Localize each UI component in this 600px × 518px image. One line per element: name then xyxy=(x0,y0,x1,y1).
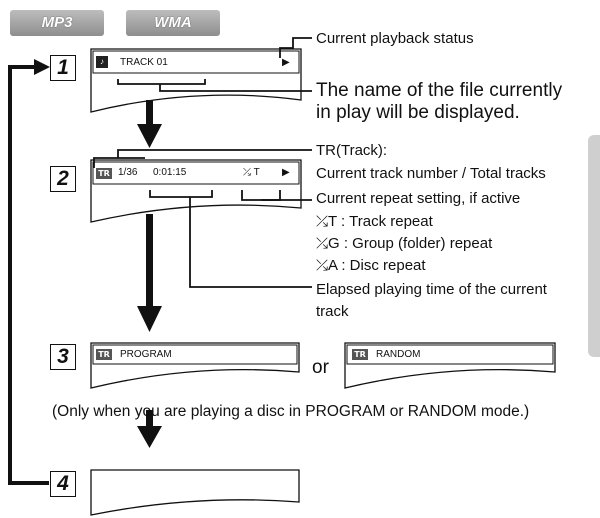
screen4-outline xyxy=(90,469,300,516)
file-icon: ♪ xyxy=(96,56,108,68)
screen1-track-name: TRACK 01 xyxy=(120,57,168,68)
elapsed-time-label-line1: Elapsed playing time of the current xyxy=(316,281,547,298)
mode-note: (Only when you are playing a disc in PRO… xyxy=(52,403,530,420)
step-3-label: 3 xyxy=(50,344,76,370)
screen3-left-outline xyxy=(90,342,300,389)
repeat-disc-label: ⤰A : Disc repeat xyxy=(316,257,426,274)
step-2-label: 2 xyxy=(50,166,76,192)
screen2-track-number: 1/36 xyxy=(118,167,138,178)
screen2-outline xyxy=(90,159,302,223)
play-icon: ▶ xyxy=(282,57,290,68)
screen1-outline xyxy=(90,48,302,113)
tr-icon: TR xyxy=(96,349,112,360)
tr-icon: TR xyxy=(96,168,112,179)
wma-badge: WMA xyxy=(126,10,220,36)
screen3-program-label: PROGRAM xyxy=(120,349,172,360)
screen2-elapsed-time: 0:01:15 xyxy=(153,167,187,178)
repeat-icon: ⤰ T xyxy=(243,167,260,178)
screen3-right-outline xyxy=(344,342,556,389)
repeat-group-label: ⤰G : Group (folder) repeat xyxy=(316,235,493,252)
screen3-random-label: RANDOM xyxy=(376,349,421,360)
step-1-label: 1 xyxy=(50,55,76,81)
repeat-setting-label: Current repeat setting, if active xyxy=(316,190,521,207)
mp3-badge: MP3 xyxy=(10,10,104,36)
side-tab xyxy=(588,135,600,357)
step-4-label: 4 xyxy=(50,471,76,497)
tr-icon: TR xyxy=(352,349,368,360)
tr-description: Current track number / Total tracks xyxy=(316,165,546,182)
elapsed-time-label-line2: track xyxy=(316,303,349,320)
tr-title: TR(Track): xyxy=(316,142,388,159)
repeat-track-label: ⤰T : Track repeat xyxy=(316,213,433,230)
file-name-label-line1: The name of the file currently xyxy=(316,80,563,101)
or-label: or xyxy=(312,357,329,378)
playback-status-label: Current playback status xyxy=(316,30,474,47)
file-name-label-line2: in play will be displayed. xyxy=(316,102,520,123)
play-icon: ▶ xyxy=(282,167,290,178)
